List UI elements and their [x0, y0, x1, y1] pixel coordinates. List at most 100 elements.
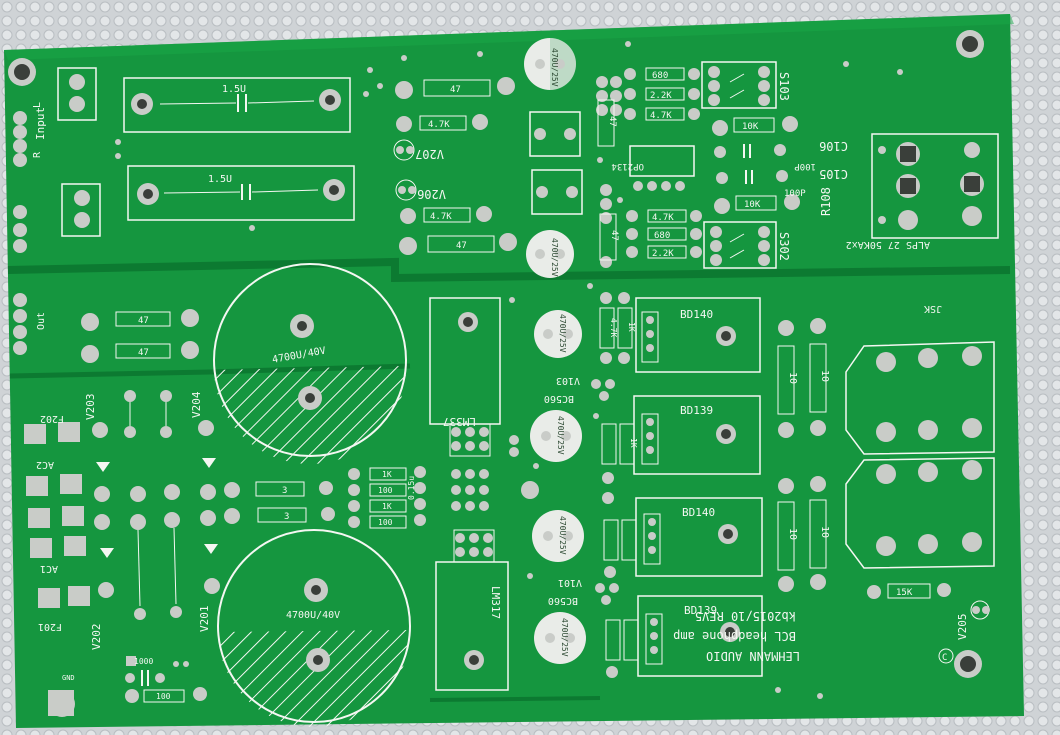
- resistor-10k-b: 10K: [714, 194, 800, 214]
- v207-led: V207: [393, 139, 444, 161]
- svg-text:470U/25V: 470U/25V: [558, 516, 567, 555]
- vias: [115, 41, 903, 699]
- svg-text:C: C: [942, 653, 947, 663]
- svg-text:470U/25V: 470U/25V: [558, 314, 567, 353]
- c106-label: C106: [819, 139, 848, 153]
- r-label: R: [32, 151, 43, 158]
- svg-text:100P: 100P: [794, 161, 816, 171]
- svg-text:680: 680: [652, 71, 668, 81]
- svg-text:10: 10: [819, 526, 830, 538]
- svg-text:BC560: BC560: [548, 595, 578, 606]
- svg-text:V203: V203: [84, 394, 97, 421]
- svg-text:0.15u: 0.15u: [407, 476, 416, 500]
- svg-text:47: 47: [607, 116, 617, 127]
- bottom-left-parts: 1000 100 GND: [48, 656, 207, 716]
- resistor-3-b: 3: [257, 507, 335, 523]
- svg-text:47: 47: [456, 241, 467, 251]
- svg-text:BC560: BC560: [544, 393, 574, 404]
- transistor-bd140-b: BD140: [635, 497, 763, 577]
- pcb-section-gap: [7, 257, 1011, 283]
- svg-text:BD140: BD140: [682, 506, 715, 519]
- svg-text:4.7K: 4.7K: [650, 111, 672, 121]
- resistor-ladder-top: 680 2.2K 4.7K 47: [596, 67, 700, 147]
- transistor-bc560-top: BC560 V103: [544, 375, 615, 404]
- svg-text:ALPS 27 50KAx2: ALPS 27 50KAx2: [846, 239, 930, 250]
- svg-text:V101: V101: [558, 577, 582, 588]
- cap-100p-a: 100P: [714, 144, 816, 171]
- svg-text:3: 3: [282, 486, 287, 496]
- input-label: Input: [34, 107, 47, 140]
- svg-text:470U/25V: 470U/25V: [556, 416, 565, 455]
- svg-text:4.7K: 4.7K: [609, 318, 618, 337]
- svg-text:BCL headphone amp: BCL headphone amp: [673, 629, 796, 643]
- svg-text:10: 10: [787, 372, 798, 384]
- svg-text:100: 100: [156, 692, 171, 701]
- cap-1u5-top-label: 1.5U: [222, 84, 246, 95]
- svg-text:LM317: LM317: [489, 586, 502, 619]
- svg-text:V205: V205: [956, 614, 969, 641]
- cap-470u-top-2: 470U/25V: [526, 230, 574, 278]
- pcb-board: [4, 14, 1024, 728]
- svg-text:4.7K: 4.7K: [428, 120, 450, 130]
- svg-text:3: 3: [284, 512, 289, 522]
- svg-text:kb2015/10 REV5: kb2015/10 REV5: [695, 609, 796, 623]
- switch-s103: S103: [701, 61, 791, 109]
- middle-pad-grid: [451, 435, 539, 511]
- v206-led: V206: [395, 179, 446, 201]
- film-cap-top: 1.5U: [123, 77, 351, 133]
- svg-text:4700U/40V: 4700U/40V: [286, 610, 340, 621]
- svg-text:1000: 1000: [134, 657, 153, 666]
- svg-text:JSK: JSK: [924, 303, 942, 314]
- svg-text:OP2134: OP2134: [611, 161, 644, 171]
- svg-text:470U/25V: 470U/25V: [550, 48, 559, 87]
- brand-block: C LEHMANN AUDIO BCL headphone amp kb2015…: [673, 609, 954, 664]
- cap-1u5-bottom-label: 1.5U: [208, 174, 232, 185]
- input-connector: Input R L: [13, 102, 47, 167]
- resistor-3-a: 3: [255, 481, 333, 497]
- svg-text:47: 47: [138, 348, 149, 358]
- svg-text:470U/25V: 470U/25V: [550, 238, 559, 277]
- regulator-lm317: LM317: [435, 529, 509, 691]
- svg-text:LM337: LM337: [443, 415, 476, 428]
- headphone-jack-area: JSK: [845, 303, 995, 569]
- cap-470u-top-1: 470U/25V: [524, 38, 576, 90]
- big-cap-bottom: 4700U/40V: [217, 529, 411, 728]
- svg-text:10K: 10K: [744, 200, 761, 210]
- svg-text:R108: R108: [819, 187, 833, 216]
- svg-text:4.7K: 4.7K: [430, 212, 452, 222]
- svg-text:10K: 10K: [742, 122, 759, 132]
- transistor-bd140-a: BD140: [635, 297, 761, 373]
- svg-text:47: 47: [609, 230, 619, 241]
- svg-text:4.7K: 4.7K: [652, 213, 674, 223]
- svg-text:BD139: BD139: [684, 604, 717, 617]
- resistors-10-upper: 10 10: [777, 318, 830, 438]
- svg-text:V206: V206: [417, 187, 446, 201]
- svg-text:470U/25V: 470U/25V: [560, 618, 569, 657]
- svg-text:10: 10: [787, 528, 798, 540]
- l-label: L: [32, 102, 43, 108]
- svg-text:15K: 15K: [896, 588, 913, 598]
- svg-text:100: 100: [378, 518, 393, 527]
- svg-text:S302: S302: [777, 232, 791, 261]
- transistor-bd139-a: BD139: [633, 395, 761, 475]
- svg-text:1K: 1K: [627, 322, 636, 332]
- resistor-4k7-mid: 4.7K: [400, 206, 492, 224]
- cap-100p-b: 100P: [716, 170, 806, 199]
- svg-text:F201: F201: [38, 621, 62, 632]
- svg-text:V201: V201: [198, 606, 211, 633]
- resistor-10k-a: 10K: [712, 116, 798, 136]
- resistor-47-lower: 47: [399, 233, 517, 255]
- resistor-15k: 15K: [867, 583, 951, 599]
- svg-text:LEHMANN AUDIO: LEHMANN AUDIO: [706, 649, 800, 663]
- svg-text:V207: V207: [415, 147, 444, 161]
- svg-text:S103: S103: [777, 72, 791, 101]
- resistor-ladder-bottom: 4.7K 680 2.2K 47: [599, 184, 702, 268]
- svg-text:GND: GND: [62, 674, 75, 682]
- resistor-block: 1K 100 1K 100 0.15u: [348, 466, 426, 529]
- svg-text:V204: V204: [190, 391, 203, 418]
- svg-text:47: 47: [450, 85, 461, 95]
- svg-text:10: 10: [819, 370, 830, 382]
- output-connector: Out 47 47: [13, 293, 199, 363]
